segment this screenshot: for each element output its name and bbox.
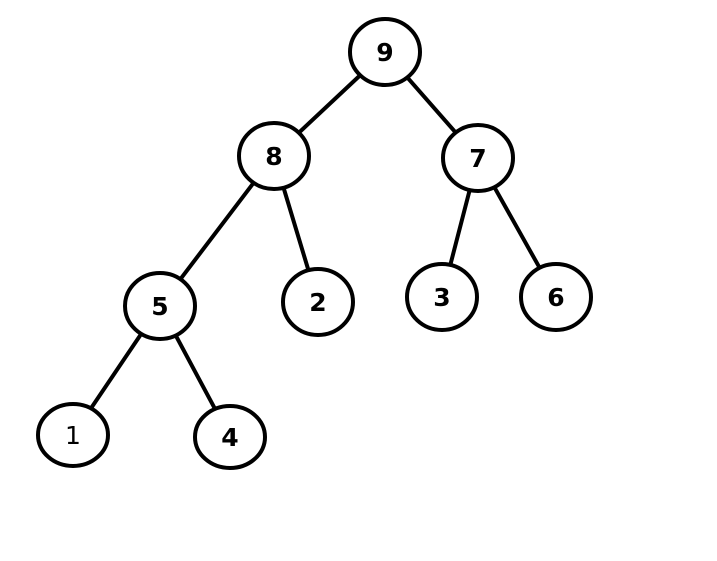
node-label: 1	[65, 421, 81, 450]
node-label: 3	[433, 283, 450, 312]
edge-n8-n5	[178, 180, 256, 282]
node-circle	[36, 402, 110, 468]
node-label: 8	[265, 142, 282, 171]
edge-n5-n1	[88, 331, 144, 411]
node-circle	[405, 262, 479, 332]
edge-n9-n8	[296, 73, 363, 135]
edge-n8-n2	[281, 185, 311, 273]
edges-layer	[88, 73, 542, 411]
node-label: 7	[469, 144, 486, 173]
tree-node-9: 9	[348, 17, 422, 87]
tree-node-4: 4	[193, 404, 267, 470]
node-circle	[348, 17, 422, 87]
tree-node-6: 6	[519, 262, 593, 332]
edge-n7-n6	[492, 185, 542, 270]
node-label: 4	[221, 423, 238, 452]
node-label: 2	[309, 288, 326, 317]
tree-node-1: 1	[36, 402, 110, 468]
edge-n5-n4	[173, 333, 218, 411]
node-circle	[193, 404, 267, 470]
tree-node-5: 5	[123, 271, 197, 341]
node-label: 6	[547, 283, 564, 312]
node-circle	[237, 121, 311, 191]
tree-node-3: 3	[405, 262, 479, 332]
node-circle	[519, 262, 593, 332]
node-label: 9	[376, 38, 393, 67]
tree-node-8: 8	[237, 121, 311, 191]
tree-node-2: 2	[281, 267, 355, 337]
node-label: 5	[151, 292, 168, 321]
node-circle	[441, 123, 515, 193]
edge-n7-n3	[448, 188, 472, 267]
nodes-layer: 9 8 7 5 2 3 6 1 4	[36, 17, 593, 470]
node-circle	[281, 267, 355, 337]
edge-n9-n7	[405, 75, 458, 135]
node-circle	[123, 271, 197, 341]
tree-node-7: 7	[441, 123, 515, 193]
